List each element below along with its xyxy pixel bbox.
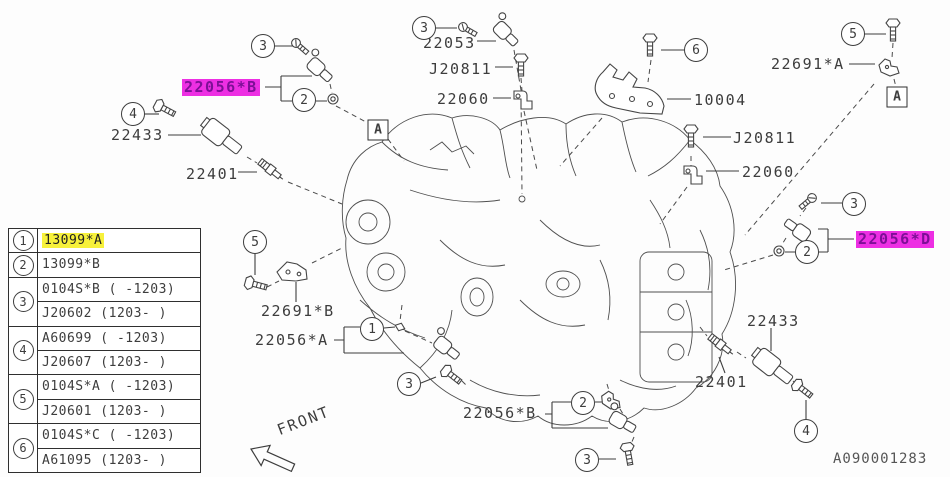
reference-table: 1 13099*A 2 13099*B 3 0104S*B ( -1203) J20602 …: [8, 228, 201, 473]
table-row[interactable]: 1 13099*A: [9, 229, 200, 253]
ref-circle-4: 4: [12, 339, 34, 361]
callout-ref-2: 2: [795, 240, 819, 264]
callout-ref-3: 3: [412, 16, 436, 40]
elbow-sensor-icon: [683, 165, 703, 185]
part-number-cell[interactable]: J20607 (1203- ): [38, 349, 200, 374]
part-number-cell[interactable]: J20602 (1203- ): [38, 301, 200, 325]
part-number-cell[interactable]: 13099*B: [42, 257, 101, 273]
part-label-22056b-top[interactable]: 22056*B: [182, 78, 260, 96]
bolt-icon: [242, 274, 269, 295]
table-row[interactable]: 5 0104S*A ( -1203) J20601 (1203- ): [9, 374, 200, 424]
part-number-cell[interactable]: 0104S*C ( -1203): [42, 428, 176, 444]
bracket-10004-icon: [594, 63, 665, 115]
row-ref-number: 1: [9, 229, 38, 253]
table-row[interactable]: 6 0104S*C ( -1203) A61095 (1203- ): [9, 423, 200, 472]
part-label-22056a[interactable]: 22056*A: [255, 331, 329, 349]
callout-ref-4: 4: [121, 102, 145, 126]
row-ref-number: 6: [9, 424, 38, 472]
dashed-leader-lines: [246, 42, 897, 445]
part-label-22691a[interactable]: 22691*A: [771, 55, 845, 73]
callout-ref-3: 3: [251, 34, 275, 58]
row-ref-number: 4: [9, 326, 38, 375]
row-ref-number: 2: [9, 253, 38, 277]
clip-icon: [878, 58, 900, 77]
bolt-icon: [789, 376, 817, 403]
bracket-22691b-icon: [276, 261, 308, 282]
callout-ref-2: 2: [571, 391, 595, 415]
part-number-cell[interactable]: A60699 ( -1203): [42, 330, 167, 346]
part-label-10004[interactable]: 10004: [694, 91, 747, 109]
part-label-22060-right[interactable]: 22060: [742, 163, 795, 181]
part-number-cell[interactable]: J20601 (1203- ): [38, 398, 200, 423]
ignition-coil-icon: [196, 113, 247, 159]
diagram-code: A090001283: [833, 451, 928, 467]
part-label-j20811-top[interactable]: J20811: [429, 60, 493, 78]
part-label-22060-top[interactable]: 22060: [437, 90, 490, 108]
table-row[interactable]: 4 A60699 ( -1203) J20607 (1203- ): [9, 325, 200, 375]
hardware-icons: [151, 10, 901, 473]
callout-ref-3: 3: [842, 192, 866, 216]
part-label-22401-left[interactable]: 22401: [186, 165, 239, 183]
callout-ref-3: 3: [397, 372, 421, 396]
part-label-22433-right[interactable]: 22433: [747, 312, 800, 330]
screw-icon: [797, 191, 819, 212]
ref-circle-2: 2: [12, 254, 34, 276]
ignition-coil-icon: [747, 343, 798, 389]
callout-ref-4: 4: [794, 419, 818, 443]
callout-ref-5: 5: [841, 22, 865, 46]
part-number-cell[interactable]: 0104S*B ( -1203): [42, 281, 176, 297]
bolt-icon: [438, 362, 466, 389]
grommet-icon: [327, 93, 339, 105]
part-label-22433-left[interactable]: 22433: [111, 126, 164, 144]
part-number-cell[interactable]: 13099*A: [38, 229, 200, 252]
part-label-22056d-right[interactable]: 22056*D: [856, 230, 934, 248]
part-label-22053[interactable]: 22053: [423, 34, 476, 52]
callout-ref-2: 2: [292, 88, 316, 112]
part-label-j20811-right[interactable]: J20811: [733, 129, 797, 147]
elbow-sensor-icon: [513, 90, 533, 110]
bolt-icon: [618, 441, 638, 467]
screw-icon: [289, 36, 311, 57]
area-marker-A: A: [886, 86, 908, 108]
callout-ref-6: 6: [684, 38, 708, 62]
part-label-22401-right[interactable]: 22401: [695, 373, 748, 391]
callout-ref-1: 1: [360, 317, 384, 341]
part-number-cell[interactable]: 0104S*A ( -1203): [42, 379, 176, 395]
ref-circle-3: 3: [12, 291, 34, 313]
grommet-icon: [773, 245, 785, 257]
table-row[interactable]: 3 0104S*B ( -1203) J20602 (1203- ): [9, 276, 200, 326]
area-marker-A: A: [367, 119, 389, 141]
bolt-icon: [513, 53, 529, 77]
callout-ref-5: 5: [243, 230, 267, 254]
row-ref-number: 5: [9, 375, 38, 424]
ref-circle-6: 6: [12, 437, 34, 459]
ref-circle-5: 5: [12, 388, 34, 410]
bolt-icon: [885, 18, 901, 42]
part-label-22691b[interactable]: 22691*B: [261, 302, 335, 320]
bolt-icon: [151, 97, 179, 121]
row-ref-number: 3: [9, 277, 38, 326]
part-number-cell[interactable]: A61095 (1203- ): [38, 447, 200, 472]
key-icon: [393, 320, 407, 334]
spark-plug-icon: [256, 157, 287, 184]
bolt-icon: [642, 33, 658, 57]
table-row[interactable]: 2 13099*B: [9, 252, 200, 277]
ref-circle-1: 1: [12, 230, 34, 252]
cam-sensor-icon: [487, 10, 526, 50]
engine-illustration: [341, 113, 736, 426]
highlighted-part-number: 13099*A: [42, 233, 105, 248]
leader-lines: [145, 27, 886, 460]
front-direction-arrow-icon: [250, 444, 296, 473]
callout-ref-3: 3: [575, 448, 599, 472]
part-label-22056b-bottom[interactable]: 22056*B: [463, 404, 537, 422]
